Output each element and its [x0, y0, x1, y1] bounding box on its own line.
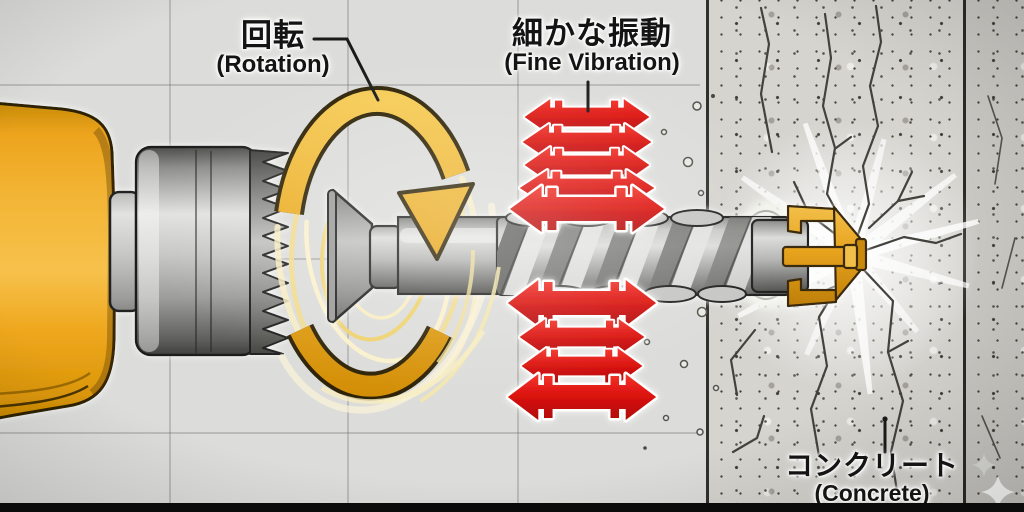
drill-cone: [327, 188, 374, 324]
drill-spindle: [368, 224, 403, 290]
rotation-leader-line: [312, 37, 380, 102]
rotation-arrow-back: [286, 323, 454, 401]
drill-body: [0, 102, 117, 420]
concrete-label-en: (Concrete): [814, 480, 930, 507]
rotation-label-en: (Rotation): [216, 51, 330, 79]
concrete-leader-line: [882, 416, 888, 454]
drill-chuck: [134, 145, 259, 357]
vibration-label-en: (Fine Vibration): [504, 49, 680, 77]
rotation-trails-front: [252, 80, 515, 420]
rotation-label: 回転 (Rotation): [216, 19, 329, 78]
sparkle-icon: [972, 453, 1015, 509]
vibration-label: 細かな振動 (Fine Vibration): [504, 17, 680, 76]
rotation-arrow-icon: [274, 86, 475, 261]
vibration-arrows-bottom: [508, 280, 656, 420]
drill-shaft: [396, 215, 513, 296]
concrete-label: コンクリート (Concrete): [784, 450, 960, 507]
vibration-label-ja: 細かな振動: [512, 16, 672, 51]
letterbox-bar: [0, 503, 1024, 512]
carbide-tip: [781, 204, 868, 308]
concrete-label-ja: コンクリート: [784, 450, 960, 481]
vibration-arrows-top: [510, 97, 664, 232]
rotation-label-ja: 回転: [240, 18, 305, 53]
